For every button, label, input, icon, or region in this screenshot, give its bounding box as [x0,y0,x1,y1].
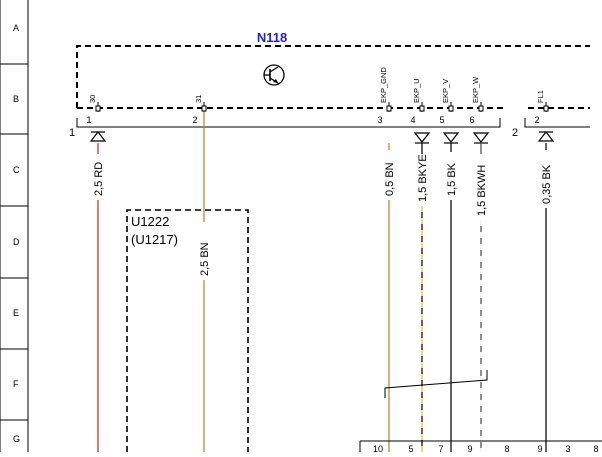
wires: 2,5 RD 2,5 BN 0,5 BN 1,5 BKYE 1,5 BK 1,5 BKWH… [93,112,553,452]
pin-name: FL1 [536,90,545,103]
pin-7: FL1 2 [534,90,555,142]
pin-1: 30 1 [86,95,107,142]
wire-5[interactable]: 1,5 BK [446,143,458,452]
connector-2-label: 2 [512,127,518,139]
output-arrow-icon [472,132,490,143]
connector-1-label: 1 [69,127,75,139]
pin-name: 30 [88,95,97,103]
pin-number: 4 [410,115,415,125]
bottom-pin-number: 8 [593,444,598,452]
bottom-pin-number: 3 [565,444,570,452]
input-arrow-icon [537,131,555,142]
wire-6[interactable]: 1,5 BKWH [476,143,488,452]
row-label-a: A [13,23,19,33]
pin-6: EKP_W 6 [469,76,490,144]
pin-name: EKP_V [441,79,450,103]
row-label-f: F [13,379,19,389]
row-label-d: D [13,237,20,247]
pin-5: EKP_V 5 [439,79,460,144]
pins: 30 1 31 2 EKP_GND 3 EKP_U 4 EKP_V 5 EKP_W 6 FL1 2 [86,67,555,144]
pin-number: 2 [192,115,197,125]
wire-4[interactable]: 1,5 BKYE [417,143,429,452]
bottom-pin-number: 7 [438,444,443,452]
wire-2[interactable]: 2,5 BN [199,112,211,452]
wire-label: 2,5 RD [93,162,105,196]
transistor-icon [263,64,285,86]
pin-name: EKP_GND [379,67,388,103]
bottom-pin-number: 8 [504,444,509,452]
pin-4: EKP_U 4 [410,78,431,144]
row-label-b: B [13,94,19,104]
wire-label: 1,5 BK [446,162,458,196]
bottom-pin-number: 9 [537,444,542,452]
pin-number: 2 [534,115,539,125]
output-arrow-icon [413,132,431,143]
pin-name: 31 [194,95,203,103]
wire-label: 0,5 BN [384,162,396,196]
wire-3[interactable]: 0,5 BN [384,143,396,452]
pin-number: 6 [469,115,474,125]
wire-label: 2,5 BN [199,242,211,276]
module-name[interactable]: U1222 [131,214,169,229]
bottom-pin-number: 5 [408,444,413,452]
bottom-connector [359,440,602,452]
wire-label: 1,5 BKYE [417,154,429,202]
shield-bracket [384,370,488,398]
pin-2: 31 2 [192,95,207,125]
module-u1222-outline [126,209,249,452]
wire-7[interactable]: 0,35 BK [541,143,553,452]
component-name[interactable]: N118 [257,30,287,45]
wire-label: 0,35 BK [541,164,553,204]
row-label-c: C [13,165,20,175]
output-arrow-icon [442,132,460,143]
pin-number: 5 [439,115,444,125]
pin-number: 3 [377,115,382,125]
wire-label: 1,5 BKWH [476,165,488,216]
bottom-pin-number: 9 [467,444,472,452]
row-label-g: G [13,434,20,444]
connector-2-frame [524,118,590,128]
bottom-pin-numbers: 10 5 7 9 8 9 3 8 [373,444,599,454]
pin-3: EKP_GND 3 [377,67,392,125]
wire-1[interactable]: 2,5 RD [93,143,105,452]
row-ruler: A B C D E F G [0,23,28,444]
connector-1-frame [76,118,501,128]
component-n118-outline [76,45,590,109]
input-arrow-icon [89,131,107,142]
bottom-pin-number: 10 [373,444,383,452]
module-alt-name: (U1217) [131,232,178,247]
pin-name: EKP_W [471,76,480,103]
row-label-e: E [13,308,19,318]
pin-number: 1 [86,115,91,125]
pin-name: EKP_U [412,78,421,103]
